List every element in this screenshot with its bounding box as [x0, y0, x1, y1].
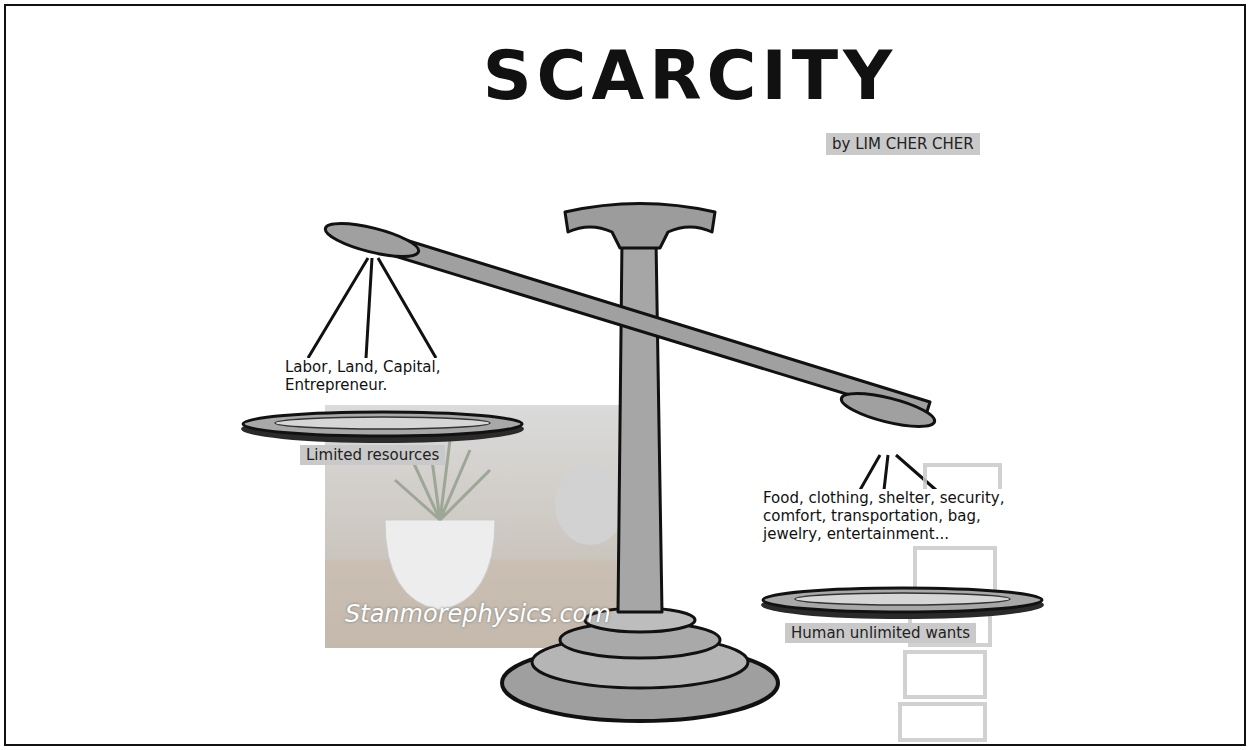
beam-end	[839, 387, 938, 434]
pan-label: Human unlimited wants	[785, 623, 976, 643]
frame-border	[5, 5, 1245, 745]
pan-dish	[243, 412, 522, 436]
resource-list: Labor, Land, Capital, Entrepreneur.	[285, 358, 525, 394]
scale-pan: Labor, Land, Capital, Entrepreneur. Limit…	[235, 352, 530, 477]
photo-pot	[385, 520, 495, 610]
pan-strings	[308, 258, 436, 358]
diagram-title: SCARCITY	[440, 36, 940, 115]
author-byline: by LIM CHER CHER	[826, 133, 980, 155]
tower-tier	[905, 652, 985, 697]
pan-dish	[763, 588, 1042, 612]
pan-inner	[795, 593, 1010, 605]
tower-tier	[900, 704, 985, 740]
pan-inner	[275, 417, 490, 429]
beam-end	[323, 217, 422, 264]
photo-blur-pot	[555, 465, 625, 545]
tower-tier	[915, 548, 995, 593]
scale-pillar	[618, 240, 662, 612]
scale-pan: Food, clothing, shelter, security, comfo…	[755, 487, 1050, 657]
pan-label: Limited resources	[300, 445, 445, 465]
scale-top	[565, 204, 715, 249]
watermark-text: Stanmorephysics.com	[345, 600, 611, 628]
wants-list: Food, clothing, shelter, security, comfo…	[763, 489, 1008, 543]
